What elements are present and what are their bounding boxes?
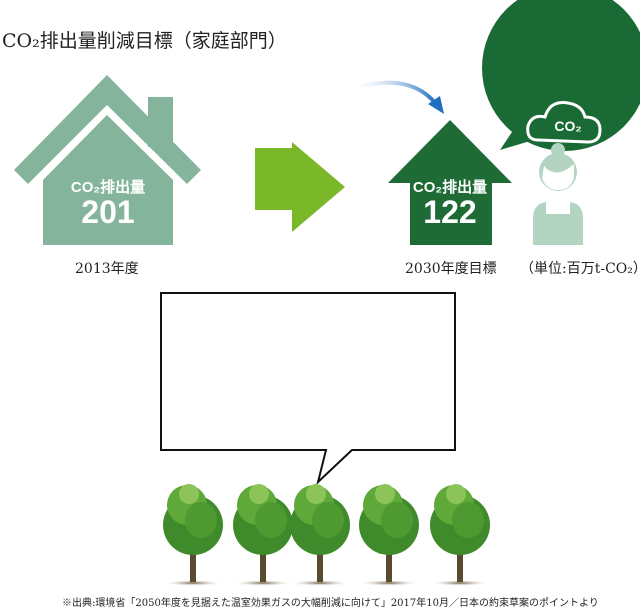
speech-box	[160, 292, 456, 486]
source-note: ※出典:環境省「2050年度を見据えた温室効果ガスの大幅削減に向けて」2017年…	[62, 598, 599, 609]
after-label: CO₂排出量	[412, 179, 488, 196]
before-year: 2013年度	[75, 261, 139, 277]
tree-icon	[163, 484, 223, 586]
tree-icon	[233, 484, 293, 586]
curved-arrow-icon	[354, 80, 438, 106]
tree-icon	[290, 484, 350, 586]
house-2030-icon	[388, 120, 512, 245]
speech-bubble-thought	[482, 0, 640, 151]
cloud-icon	[526, 101, 602, 144]
cloud-label: CO₂	[554, 118, 582, 134]
after-value: 122	[423, 194, 477, 230]
arrow-right-icon	[255, 142, 345, 232]
house-2013-icon	[14, 75, 201, 245]
unit-label: （単位:百万t-CO₂）	[520, 261, 640, 277]
page-title: CO₂排出量削減目標（家庭部門）	[2, 30, 287, 52]
person-icon	[533, 143, 583, 245]
before-value: 201	[81, 194, 135, 230]
trees	[163, 484, 490, 586]
tree-icon	[359, 484, 419, 586]
tree-icon	[430, 484, 490, 586]
before-label: CO₂排出量	[70, 179, 146, 196]
after-year: 2030年度目標	[405, 261, 497, 277]
